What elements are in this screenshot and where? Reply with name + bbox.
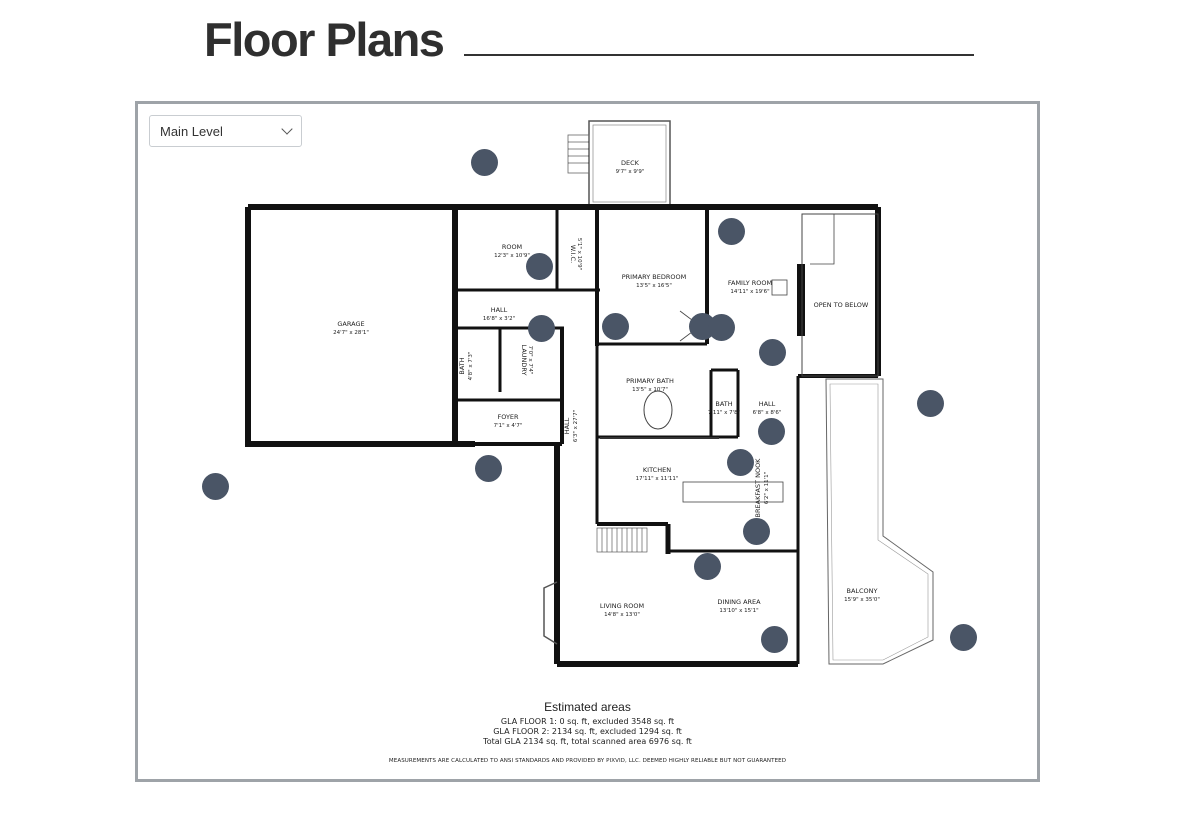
room-name: OPEN TO BELOW: [814, 301, 869, 309]
photo-hotspot[interactable]: [708, 314, 735, 341]
photo-hotspot[interactable]: [759, 339, 786, 366]
room-dim: 5'1" x 10'9": [576, 238, 582, 270]
photo-hotspot[interactable]: [761, 626, 788, 653]
room-dim: 17'11" x 11'11": [636, 476, 679, 482]
floor-plan-drawing: DECK 9'7" x 9'9" ROOM 12'3" x 10'9" PRIM…: [245, 120, 934, 667]
title-rule: [464, 54, 974, 56]
room-dim: 6'2" x 11'1": [764, 472, 770, 504]
page-header: Floor Plans: [204, 10, 974, 70]
room-name: PRIMARY BEDROOM: [622, 273, 686, 281]
room-name: ROOM: [502, 243, 522, 251]
room-name: FAMILY ROOM: [728, 279, 772, 287]
areas-line: GLA FLOOR 2: 2134 sq. ft, excluded 1294 …: [493, 727, 682, 736]
photo-hotspot[interactable]: [202, 473, 229, 500]
room-name: HALL: [563, 417, 571, 434]
photo-hotspot[interactable]: [602, 313, 629, 340]
level-select-value: Main Level: [160, 123, 223, 139]
photo-hotspot[interactable]: [743, 518, 770, 545]
room-dim: 6'3" x 27'7": [573, 410, 579, 442]
areas-line: Total GLA 2134 sq. ft, total scanned are…: [483, 737, 692, 746]
photo-hotspot[interactable]: [718, 218, 745, 245]
room-name: FOYER: [497, 413, 519, 421]
room-name: GARAGE: [337, 320, 364, 328]
room-dim: 13'5" x 10'7": [632, 387, 668, 393]
room-name: LAUNDRY: [520, 345, 528, 376]
room-name: W.I.C.: [569, 245, 577, 263]
room-dim: 9'7" x 9'9": [616, 169, 645, 175]
photo-hotspot[interactable]: [526, 253, 553, 280]
room-name: BATH: [715, 400, 732, 408]
room-dim: 24'7" x 28'1": [333, 330, 369, 336]
room-dim: 13'10" x 15'1": [719, 608, 758, 614]
room-name: DINING AREA: [717, 598, 761, 606]
room-name: BATH: [458, 357, 466, 374]
room-name: PRIMARY BATH: [626, 377, 674, 385]
photo-hotspot[interactable]: [758, 418, 785, 445]
photo-hotspot[interactable]: [727, 449, 754, 476]
photo-hotspot[interactable]: [471, 149, 498, 176]
page-title: Floor Plans: [204, 13, 445, 66]
photo-hotspot[interactable]: [528, 315, 555, 342]
areas-line: GLA FLOOR 1: 0 sq. ft, excluded 3548 sq.…: [500, 717, 675, 726]
floor-plan-viewer[interactable]: DECK 9'7" x 9'9" ROOM 12'3" x 10'9" PRIM…: [135, 101, 1040, 782]
room-dim: 4'8" x 7'3": [468, 352, 474, 381]
room-dim: 7'1" x 4'7": [494, 423, 523, 429]
room-name: KITCHEN: [643, 466, 671, 474]
estimated-areas: Estimated areas GLA FLOOR 1: 0 sq. ft, e…: [138, 700, 1037, 747]
room-name: BREAKFAST NOOK: [754, 458, 762, 518]
room-dim: 6'8" x 8'6": [753, 410, 782, 416]
room-name: HALL: [759, 400, 776, 408]
photo-hotspot[interactable]: [475, 455, 502, 482]
room-name: HALL: [491, 306, 508, 314]
room-dim: 7'0" x 7'4": [527, 346, 533, 375]
measurement-disclaimer: MEASUREMENTS ARE CALCULATED TO ANSI STAN…: [388, 758, 787, 764]
level-select[interactable]: Main Level: [149, 115, 302, 147]
room-dim: 12'3" x 10'9": [494, 253, 530, 259]
room-name: LIVING ROOM: [600, 602, 644, 610]
areas-title: Estimated areas: [544, 700, 631, 714]
chevron-down-icon: [281, 123, 293, 135]
room-dim: 14'8" x 13'0": [604, 612, 640, 618]
photo-hotspot[interactable]: [917, 390, 944, 417]
room-dim: 7'11" x 7'8": [708, 410, 740, 416]
room-dim: 15'9" x 35'0": [844, 597, 880, 603]
room-dim: 16'8" x 3'2": [483, 316, 515, 322]
room-dim: 13'5" x 16'5": [636, 283, 672, 289]
photo-hotspot[interactable]: [694, 553, 721, 580]
room-dim: 14'11" x 19'6": [730, 289, 769, 295]
photo-hotspot[interactable]: [950, 624, 977, 651]
room-name: DECK: [621, 159, 640, 167]
room-name: BALCONY: [846, 587, 877, 595]
